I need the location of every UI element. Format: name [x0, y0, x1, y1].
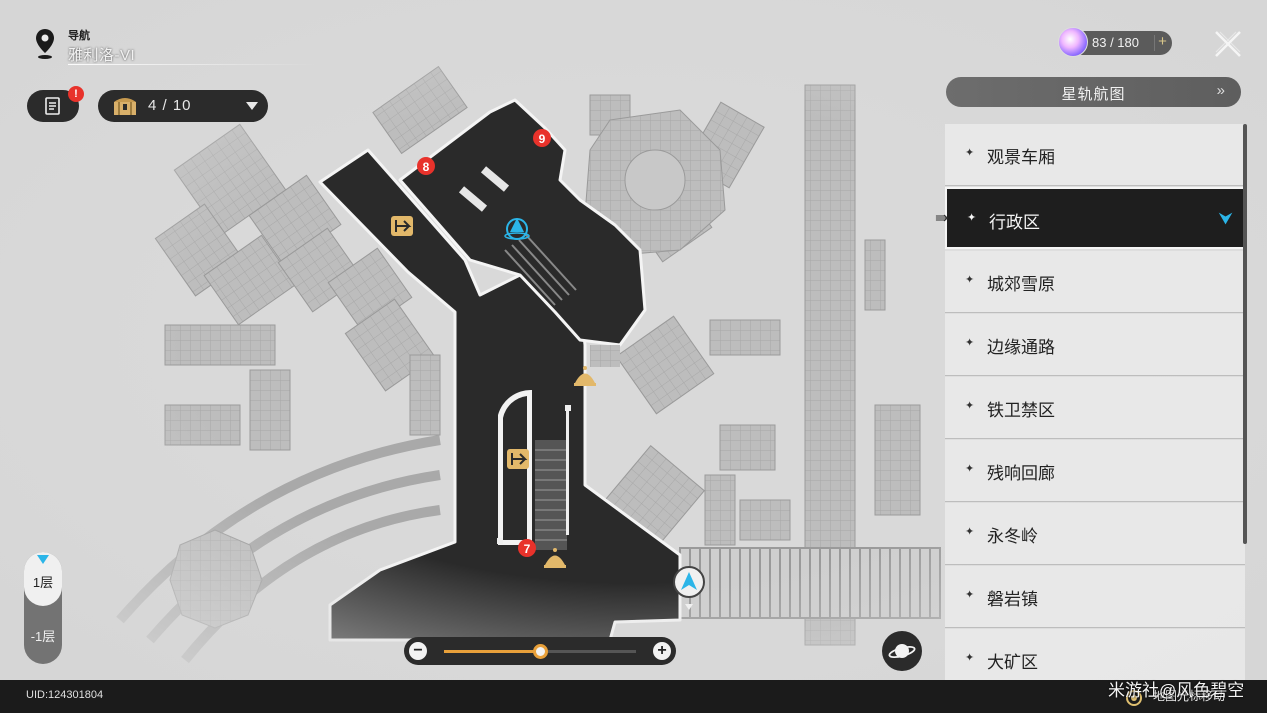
exit-door-icon[interactable]: [507, 449, 529, 469]
current-floor-marker-icon: [37, 555, 49, 564]
marker-8-label: 8: [423, 160, 430, 174]
close-icon[interactable]: [1212, 28, 1244, 60]
map-marker-9[interactable]: 9: [533, 129, 551, 147]
region-label: 残响回廊: [987, 464, 1055, 483]
navigation-header: 导航 雅利洛-VI: [30, 26, 318, 66]
region-label: 铁卫禁区: [987, 401, 1055, 420]
location-pin-icon: [36, 29, 54, 59]
map-marker-7[interactable]: 7: [518, 539, 536, 557]
region-label: 磐岩镇: [987, 590, 1038, 609]
region-item[interactable]: ✦ 边缘通路: [945, 314, 1245, 376]
diamond-icon: ✦: [965, 526, 975, 538]
player-location-icon: [673, 566, 705, 610]
planet-icon: [888, 644, 916, 659]
space-anchor-icon[interactable]: [504, 218, 530, 240]
floor-switcher[interactable]: 1层 -1层: [24, 552, 62, 664]
region-item[interactable]: ✦ 铁卫禁区: [945, 377, 1245, 439]
shop-bell-icon[interactable]: [574, 366, 596, 386]
add-power-button[interactable]: +: [1154, 34, 1170, 51]
diamond-icon: ✦: [965, 337, 975, 349]
double-chevron-right-icon: »: [1216, 82, 1225, 99]
diamond-icon: ✦: [967, 212, 977, 224]
region-item-selected[interactable]: ✦ 行政区 ⮟: [945, 187, 1245, 249]
diamond-icon: ✦: [965, 147, 975, 159]
cursor-hint: 地图光标移动: [1153, 689, 1226, 703]
floor-1-button[interactable]: 1层: [24, 552, 62, 606]
region-label: 大矿区: [987, 653, 1038, 672]
star-rail-map-label: 星轨航图: [1061, 86, 1126, 103]
bottom-bar: UID:124301804 地图光标移动: [0, 680, 1267, 713]
region-label: 边缘通路: [987, 338, 1055, 357]
trailblaze-power-icon: [1058, 27, 1088, 57]
region-item[interactable]: ✦ 残响回廊: [945, 440, 1245, 502]
region-label: 城郊雪原: [987, 275, 1055, 294]
region-item[interactable]: ✦ 城郊雪原: [945, 251, 1245, 313]
current-location: 雅利洛-VI: [68, 47, 136, 64]
trailblaze-power[interactable]: 83 / 180 +: [1058, 27, 1172, 57]
region-list-scrollbar[interactable]: [1243, 124, 1247, 544]
zoom-out-button[interactable]: −: [409, 642, 427, 660]
document-icon: [45, 97, 60, 115]
zoom-control: − +: [404, 637, 676, 665]
chevron-down-icon: [246, 102, 258, 110]
zoom-slider-handle[interactable]: [533, 644, 548, 659]
diamond-icon: ✦: [965, 652, 975, 664]
region-item[interactable]: ✦ 大矿区: [945, 629, 1245, 680]
marker-9-label: 9: [539, 132, 546, 146]
user-id: UID:124301804: [26, 689, 104, 701]
shop-bell-icon[interactable]: [544, 548, 566, 568]
treasure-chest-icon: [114, 98, 136, 115]
diamond-icon: ✦: [965, 589, 975, 601]
region-list[interactable]: ✦ 观景车厢 ✦ 行政区 ⮟ ✦ 城郊雪原 ✦ 边缘通路 ✦ 铁卫禁区 ✦ 残响…: [945, 124, 1245, 680]
region-label: 行政区: [989, 213, 1040, 232]
header-divider: [68, 64, 318, 65]
notification-badge: !: [68, 86, 84, 102]
selection-pointer-icon: ⇛: [935, 210, 949, 227]
watermark: 米游社@风色碧空: [1108, 681, 1245, 700]
map-marker-8[interactable]: 8: [417, 157, 435, 175]
region-label: 观景车厢: [987, 148, 1055, 167]
star-rail-map-button[interactable]: 星轨航图 »: [946, 77, 1241, 107]
region-item[interactable]: ✦ 永冬岭: [945, 503, 1245, 565]
trailblaze-power-value: 83 / 180: [1092, 35, 1139, 50]
exit-door-icon[interactable]: [391, 216, 413, 236]
current-region-icon: ⮟: [1218, 209, 1233, 228]
region-item[interactable]: ✦ 观景车厢: [945, 124, 1245, 186]
region-label: 永冬岭: [987, 527, 1038, 546]
floor-1-label: 1层: [32, 575, 54, 590]
marker-7-label: 7: [524, 542, 531, 556]
floor-b1-button[interactable]: -1层: [30, 629, 56, 644]
treasure-count: 4 / 10: [148, 97, 192, 114]
nav-title: 导航: [68, 30, 90, 42]
joystick-icon: [1126, 690, 1142, 706]
diamond-icon: ✦: [965, 274, 975, 286]
zoom-slider-fill: [444, 650, 540, 653]
diamond-icon: ✦: [965, 463, 975, 475]
world-switch-button[interactable]: [882, 631, 922, 671]
zoom-in-button[interactable]: +: [653, 642, 671, 660]
region-item[interactable]: ✦ 磐岩镇: [945, 566, 1245, 628]
diamond-icon: ✦: [965, 400, 975, 412]
treasure-chest-dropdown[interactable]: 4 / 10: [98, 90, 268, 122]
zoom-slider[interactable]: [444, 644, 636, 659]
